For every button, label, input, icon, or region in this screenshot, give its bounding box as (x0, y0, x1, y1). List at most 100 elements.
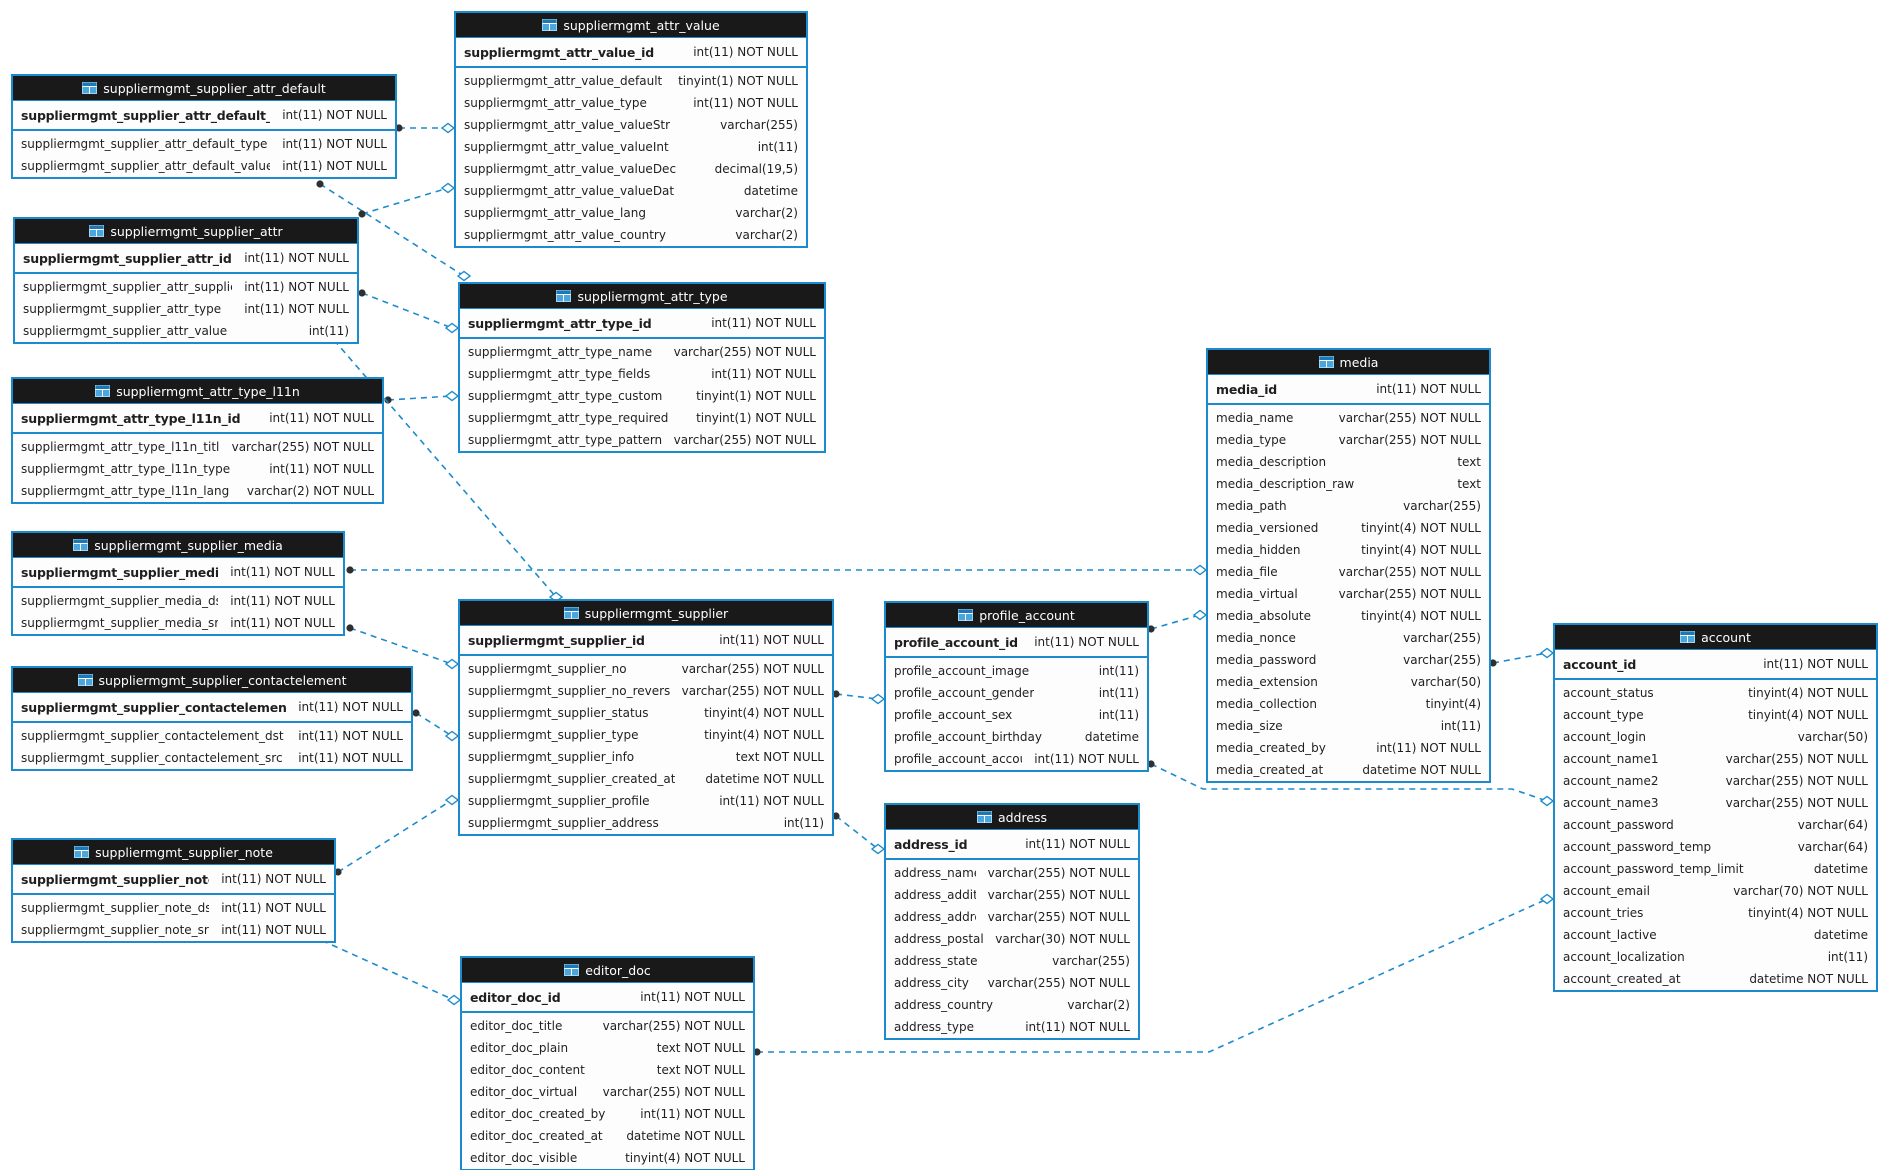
endpoint-dot-icon (1147, 760, 1155, 768)
column-name: address_addition (894, 888, 976, 902)
table-title: suppliermgmt_supplier_media (94, 537, 283, 553)
table-icon (77, 674, 93, 686)
table-header-suppliermgmt_attr_type[interactable]: suppliermgmt_attr_type (460, 284, 824, 309)
column-type: int(11) NOT NULL (230, 616, 335, 630)
er-table-suppliermgmt_attr_type[interactable]: suppliermgmt_attr_type suppliermgmt_attr_… (458, 282, 826, 453)
table-icon (976, 811, 992, 823)
column-type: varchar(255) NOT NULL (1725, 796, 1868, 810)
column-name: suppliermgmt_attr_type_l11n_type (21, 462, 231, 476)
column-name: suppliermgmt_supplier_attr_default_value (21, 159, 271, 173)
column-type: datetime (1084, 730, 1139, 744)
column-type: datetime (1813, 862, 1868, 876)
table-header-suppliermgmt_supplier[interactable]: suppliermgmt_supplier (460, 601, 832, 626)
er-table-suppliermgmt_supplier_media[interactable]: suppliermgmt_supplier_media suppliermgmt_… (11, 531, 345, 636)
endpoint-dot-icon (1489, 659, 1497, 667)
endpoint-dot-icon (346, 566, 354, 574)
column-type: tinyint(1) NOT NULL (696, 411, 816, 425)
column-name: address_address (894, 910, 976, 924)
table-header-editor_doc[interactable]: editor_doc (462, 958, 753, 983)
pk-column-name: suppliermgmt_supplier_contactelement_id (21, 699, 287, 715)
column-name: profile_account_image (894, 664, 1030, 678)
fk-relationship-profile_account--media (1147, 609, 1208, 633)
column-type: datetime NOT NULL (1749, 972, 1868, 986)
pk-column-name: suppliermgmt_attr_type_l11n_id (21, 410, 241, 426)
column-name: suppliermgmt_supplier_attr_value (23, 324, 228, 338)
table-icon (564, 964, 580, 976)
table-icon (77, 674, 93, 686)
column-name: suppliermgmt_attr_value_valueDec (464, 162, 677, 176)
column-name: suppliermgmt_supplier_media_dst (21, 594, 219, 608)
table-header-suppliermgmt_attr_type_l11n[interactable]: suppliermgmt_attr_type_l11n (13, 379, 382, 404)
er-table-suppliermgmt_attr_type_l11n[interactable]: suppliermgmt_attr_type_l11n suppliermgmt_… (11, 377, 384, 504)
table-header-suppliermgmt_supplier_note[interactable]: suppliermgmt_supplier_note (13, 840, 334, 865)
column-type: text NOT NULL (735, 750, 824, 764)
column-type: varchar(255) NOT NULL (1338, 565, 1481, 579)
table-icon (1680, 631, 1696, 643)
table-header-suppliermgmt_supplier_attr[interactable]: suppliermgmt_supplier_attr (15, 219, 357, 244)
column-name: account_name1 (1563, 752, 1659, 766)
endpoint-diamond-icon (440, 122, 456, 134)
table-header-suppliermgmt_supplier_contactelement[interactable]: suppliermgmt_supplier_contactelement (13, 668, 411, 693)
column-name: suppliermgmt_attr_value_country (464, 228, 666, 242)
table-header-address[interactable]: address (886, 805, 1138, 830)
table-header-suppliermgmt_supplier_attr_default[interactable]: suppliermgmt_supplier_attr_default (13, 76, 395, 101)
column-type: int(11) NOT NULL (1763, 657, 1868, 671)
table-header-account[interactable]: account (1555, 625, 1876, 650)
column-row-pk: account_id int(11) NOT NULL (1555, 650, 1876, 680)
pk-column-name: suppliermgmt_supplier_attr_id (23, 250, 232, 266)
endpoint-diamond-icon (870, 693, 886, 705)
column-name: account_lactive (1563, 928, 1657, 942)
column-type: tinyint(4) NOT NULL (1748, 906, 1868, 920)
column-type: text NOT NULL (656, 1041, 745, 1055)
table-header-suppliermgmt_attr_value[interactable]: suppliermgmt_attr_value (456, 13, 806, 38)
fk-relationship-suppliermgmt_supplier_attr_default--suppliermgmt_attr_type (316, 180, 472, 282)
table-header-media[interactable]: media (1208, 350, 1489, 375)
column-type: tinyint(4) NOT NULL (704, 728, 824, 742)
table-header-suppliermgmt_supplier_media[interactable]: suppliermgmt_supplier_media (13, 533, 343, 558)
column-type: varchar(255) NOT NULL (673, 345, 816, 359)
column-type: text (1457, 455, 1481, 469)
column-name: media_name (1216, 411, 1294, 425)
column-type: varchar(255) NOT NULL (1338, 587, 1481, 601)
pk-column-name: account_id (1563, 656, 1637, 672)
endpoint-diamond-icon (1192, 564, 1208, 576)
column-type: int(11) NOT NULL (640, 1107, 745, 1121)
er-table-suppliermgmt_attr_value[interactable]: suppliermgmt_attr_value suppliermgmt_attr… (454, 11, 808, 248)
column-name: suppliermgmt_attr_type_pattern (468, 433, 662, 447)
column-name: account_status (1563, 686, 1654, 700)
column-name: account_created_at (1563, 972, 1681, 986)
column-type: varchar(255) NOT NULL (1338, 433, 1481, 447)
table-title: suppliermgmt_supplier_contactelement (98, 672, 347, 688)
column-name: media_created_at (1216, 763, 1324, 777)
column-name: media_absolute (1216, 609, 1311, 623)
column-name: suppliermgmt_supplier_contactelement_src (21, 751, 283, 765)
table-header-profile_account[interactable]: profile_account (886, 603, 1147, 628)
column-type: varchar(30) NOT NULL (995, 932, 1130, 946)
